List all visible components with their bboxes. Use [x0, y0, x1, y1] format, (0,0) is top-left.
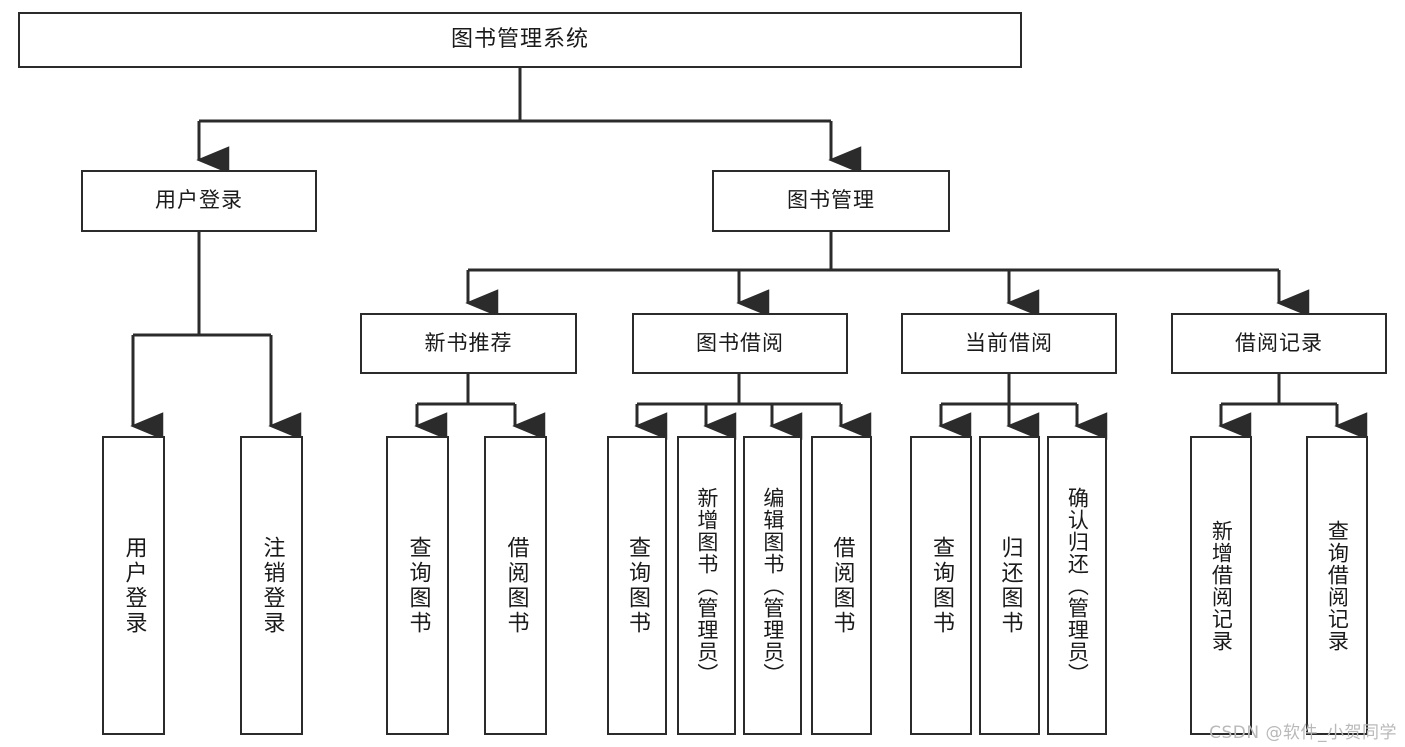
node-leaf-add-record[interactable]: 新增借阅记录 — [1190, 436, 1252, 735]
node-user-login-label: 用户登录 — [155, 188, 243, 213]
node-leaf-borrow-book-2[interactable]: 借阅图书 — [811, 436, 872, 735]
node-new-book-recommend[interactable]: 新书推荐 — [360, 313, 577, 374]
node-book-borrow[interactable]: 图书借阅 — [632, 313, 848, 374]
node-leaf-confirm-return-label: 确认归还（管理员） — [1065, 486, 1090, 685]
node-leaf-confirm-return[interactable]: 确认归还（管理员） — [1047, 436, 1107, 735]
node-leaf-user-login[interactable]: 用户登录 — [102, 436, 165, 735]
node-leaf-borrow-book-1-label: 借阅图书 — [503, 535, 529, 636]
node-root[interactable]: 图书管理系统 — [18, 12, 1022, 68]
node-borrow-record[interactable]: 借阅记录 — [1171, 313, 1387, 374]
node-borrow-record-label: 借阅记录 — [1235, 330, 1323, 355]
node-new-book-recommend-label: 新书推荐 — [424, 330, 513, 355]
node-leaf-query-book-3[interactable]: 查询图书 — [910, 436, 972, 735]
node-leaf-borrow-book-1[interactable]: 借阅图书 — [484, 436, 547, 735]
node-leaf-query-record[interactable]: 查询借阅记录 — [1306, 436, 1368, 735]
node-leaf-user-login-label: 用户登录 — [121, 535, 147, 636]
node-book-manage-label: 图书管理 — [787, 188, 875, 213]
node-leaf-query-book-1[interactable]: 查询图书 — [386, 436, 449, 735]
node-leaf-add-record-label: 新增借阅记录 — [1209, 519, 1234, 652]
node-user-login[interactable]: 用户登录 — [81, 170, 317, 232]
node-leaf-user-logout[interactable]: 注销登录 — [240, 436, 303, 735]
csdn-watermark: CSDN @软件_小贺同学 — [1209, 723, 1397, 743]
node-leaf-query-book-3-label: 查询图书 — [928, 535, 954, 636]
node-leaf-user-logout-label: 注销登录 — [259, 535, 285, 636]
node-leaf-query-record-label: 查询借阅记录 — [1325, 519, 1350, 652]
node-current-borrow[interactable]: 当前借阅 — [901, 313, 1117, 374]
node-leaf-edit-book-label: 编辑图书（管理员） — [760, 486, 785, 685]
node-leaf-query-book-2[interactable]: 查询图书 — [607, 436, 667, 735]
node-leaf-return-book-label: 归还图书 — [997, 535, 1023, 636]
node-leaf-query-book-1-label: 查询图书 — [405, 535, 431, 636]
node-current-borrow-label: 当前借阅 — [965, 330, 1053, 355]
node-root-label: 图书管理系统 — [450, 26, 589, 52]
node-leaf-query-book-2-label: 查询图书 — [624, 535, 650, 636]
node-leaf-add-book[interactable]: 新增图书（管理员） — [677, 436, 736, 735]
node-book-borrow-label: 图书借阅 — [696, 330, 784, 355]
node-leaf-edit-book[interactable]: 编辑图书（管理员） — [743, 436, 802, 735]
node-leaf-add-book-label: 新增图书（管理员） — [694, 486, 719, 685]
node-book-manage[interactable]: 图书管理 — [712, 170, 950, 232]
node-leaf-return-book[interactable]: 归还图书 — [979, 436, 1040, 735]
node-leaf-borrow-book-2-label: 借阅图书 — [829, 535, 855, 636]
